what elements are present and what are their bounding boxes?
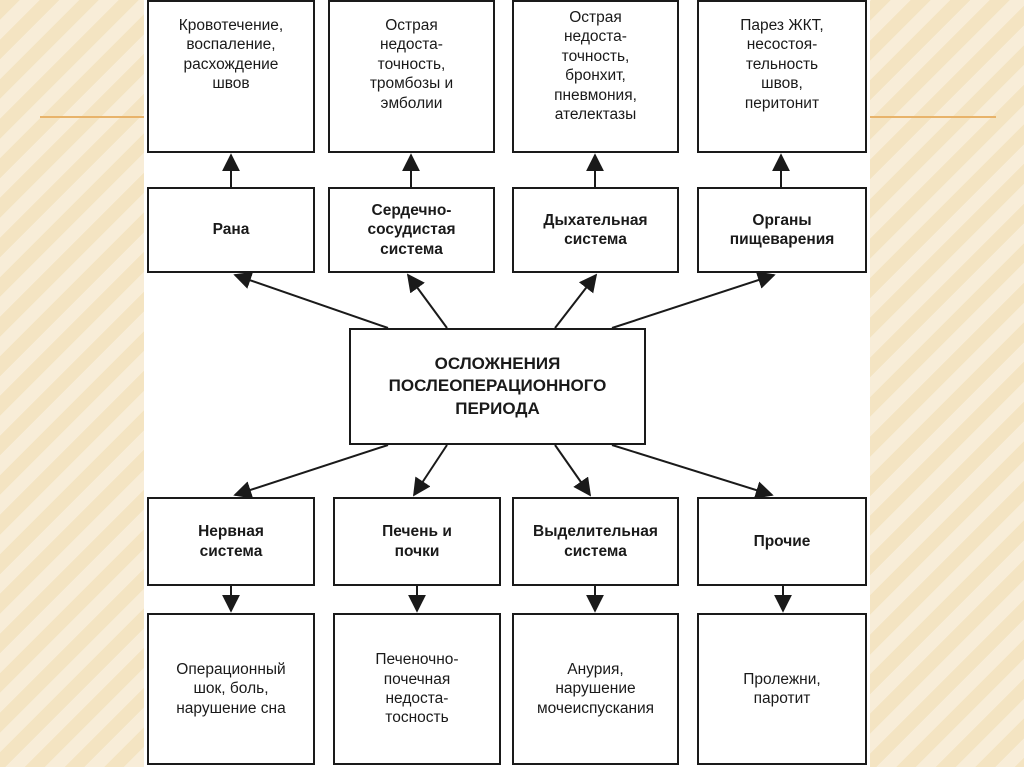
system-box-digestive: Органы пищеварения — [697, 187, 867, 273]
complication-box-respiratory: Острая недоста- точность, бронхит, пневм… — [512, 0, 679, 153]
system-box-respiratory: Дыхательная система — [512, 187, 679, 273]
system-box-cardio: Сердечно- сосудистая система — [328, 187, 495, 273]
arrow-center-other — [611, 444, 774, 499]
system-box-nervous: Нервная система — [147, 497, 315, 586]
system-box-liver-kidney: Печень и почки — [333, 497, 501, 586]
complication-box-liver-kidney: Печеночно- почечная недоста- тосность — [333, 613, 501, 765]
complication-box-digestive: Парез ЖКТ, несостоя- тельность швов, пер… — [697, 0, 867, 153]
accent-line-left — [40, 116, 150, 118]
center-title-box: ОСЛОЖНЕНИЯ ПОСЛЕОПЕРАЦИОННОГО ПЕРИОДА — [349, 328, 646, 445]
arrow-center-respiratory — [554, 273, 598, 329]
arrow-center-cardio — [406, 273, 448, 329]
arrow-center-digestive — [611, 271, 776, 329]
complication-box-wound: Кровотечение, воспаление, расхождение шв… — [147, 0, 315, 153]
system-box-wound: Рана — [147, 187, 315, 273]
complication-box-other: Пролежни, паротит — [697, 613, 867, 765]
arrow-center-wound — [233, 271, 389, 329]
complication-box-cardio: Острая недоста- точность, тромбозы и эмб… — [328, 0, 495, 153]
accent-line-right — [866, 116, 996, 118]
system-box-excretory: Выделительная система — [512, 497, 679, 586]
arrow-center-nervous — [233, 444, 389, 499]
complication-box-excretory: Анурия, нарушение мочеиспускания — [512, 613, 679, 765]
system-box-other: Прочие — [697, 497, 867, 586]
arrow-center-liver-kidney — [413, 444, 448, 497]
complication-box-nervous: Операционный шок, боль, нарушение сна — [147, 613, 315, 765]
arrow-center-excretory — [554, 444, 592, 497]
